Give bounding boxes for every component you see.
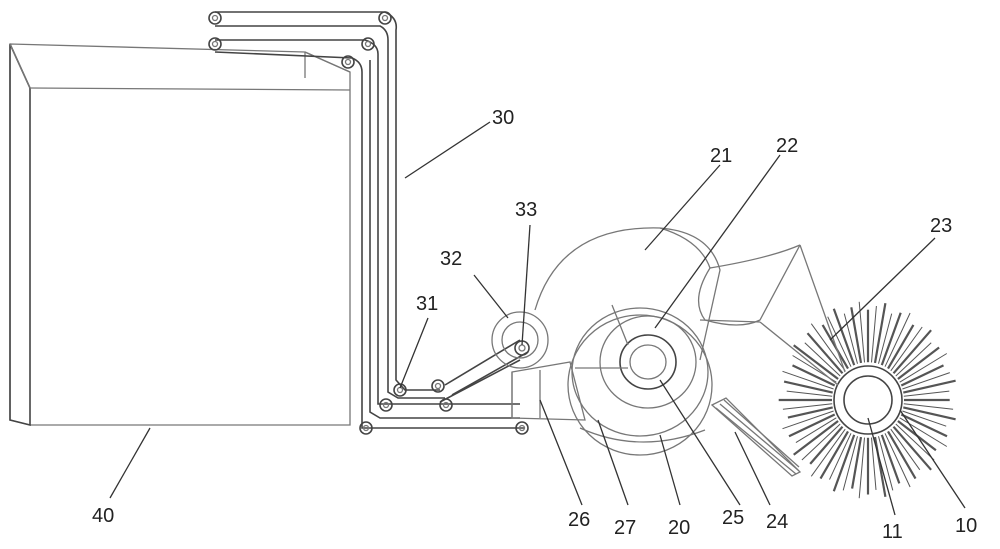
brush-bristle <box>801 423 841 461</box>
brush-bristle <box>842 436 858 491</box>
brush-bristle <box>897 346 940 380</box>
brush-bristle <box>832 434 856 492</box>
duct <box>511 361 586 421</box>
brush <box>759 244 956 499</box>
brush-bristle <box>819 430 849 480</box>
brush-bristle <box>871 305 877 363</box>
rollers <box>208 11 530 435</box>
label-20: 20 <box>668 517 690 539</box>
label-33: 33 <box>515 199 537 221</box>
brush-bristle <box>903 390 950 397</box>
brush-bristle <box>884 312 911 367</box>
conveyor-belt <box>214 11 529 429</box>
brush-bristle <box>871 437 877 490</box>
brush-bristle <box>878 436 894 491</box>
brush-bristle <box>827 316 852 367</box>
brush-bristle <box>821 324 849 370</box>
brush-bristle <box>788 413 836 438</box>
brush-bristle <box>884 433 911 488</box>
brush-bristle <box>786 390 833 397</box>
label-27: 27 <box>614 517 636 539</box>
brush-bristle <box>880 312 902 366</box>
brush-bristle <box>903 379 956 394</box>
brush-bristle <box>792 364 836 387</box>
brush-bristle <box>810 428 846 477</box>
brush-bristle <box>858 437 865 499</box>
brush-bristle <box>832 308 856 366</box>
brush-bristle <box>902 410 947 427</box>
brush-bristle <box>783 380 833 394</box>
brush-bristle <box>895 423 935 461</box>
brush-bristle <box>890 326 923 372</box>
label-40: 40 <box>92 505 114 527</box>
label-22: 22 <box>776 135 798 157</box>
brush-bristle <box>899 417 948 447</box>
brush-bristle <box>782 410 834 430</box>
brush-bristle <box>903 406 956 421</box>
brush-bristle <box>809 425 844 465</box>
label-24: 24 <box>766 511 788 533</box>
brush-bristle <box>873 303 887 364</box>
brush-bristle <box>899 353 948 383</box>
brush-bristle <box>804 342 841 377</box>
label-23: 23 <box>930 215 952 237</box>
brush-bristle <box>902 372 950 390</box>
brush-bristle <box>782 370 834 390</box>
brush-bristle <box>890 428 921 471</box>
label-30: 30 <box>492 107 514 129</box>
part-labels: 30 31 32 33 21 22 23 26 27 20 25 24 11 1… <box>92 107 977 543</box>
brush-bristle <box>851 436 863 489</box>
brush-bristle <box>892 425 932 471</box>
brush-bristle <box>810 323 846 372</box>
brush-bristle <box>793 420 839 456</box>
brush-bristle <box>892 329 932 375</box>
impeller <box>567 304 713 456</box>
brush-bristle <box>900 364 944 387</box>
label-31: 31 <box>416 293 438 315</box>
collection-box <box>9 43 351 427</box>
brush-bristle <box>873 436 887 497</box>
label-32: 32 <box>440 248 462 270</box>
brush-bristle <box>829 433 852 480</box>
drive-hub <box>491 311 549 369</box>
fan-housing <box>534 227 801 361</box>
brush-bristle <box>850 307 863 364</box>
brush-bristle <box>887 324 915 370</box>
brush-bristle <box>843 313 858 364</box>
brush-bristle <box>793 344 839 380</box>
label-11: 11 <box>882 521 903 543</box>
label-21: 21 <box>710 145 732 167</box>
brush-bristle <box>795 417 837 444</box>
label-26: 26 <box>568 509 590 531</box>
brush-bristle <box>895 342 932 377</box>
brush-bristle <box>900 413 948 438</box>
brush-bristle <box>880 434 901 484</box>
brush-bristle <box>878 313 893 364</box>
brush-bristle <box>887 430 917 480</box>
brush-bristle <box>903 403 954 410</box>
brush-bristle <box>782 403 833 410</box>
brush-bristle <box>806 332 844 375</box>
label-10: 10 <box>955 515 977 537</box>
brush-bristle <box>858 301 865 363</box>
label-25: 25 <box>722 507 744 529</box>
brush-bristle <box>787 406 833 419</box>
leader-lines <box>109 121 966 516</box>
scraper-blade <box>710 397 802 477</box>
